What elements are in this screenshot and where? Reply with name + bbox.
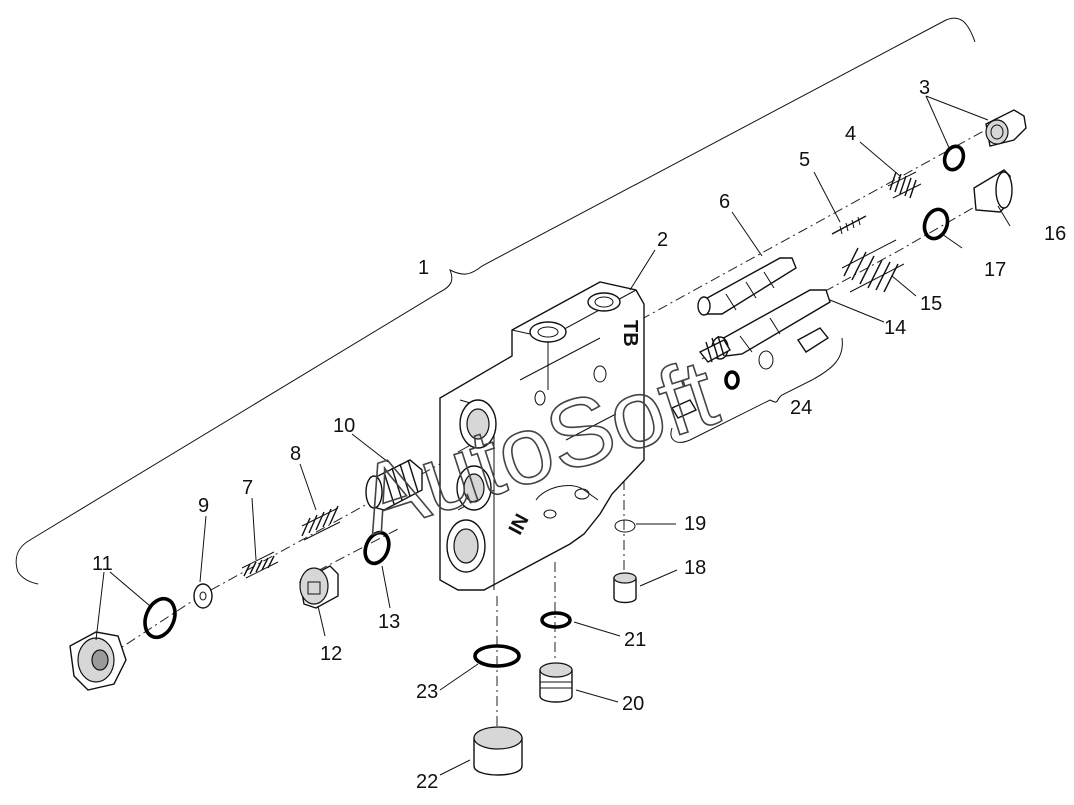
part-24-subassembly	[670, 327, 830, 419]
label-13: 13	[378, 611, 400, 633]
part-20-plug	[539, 662, 573, 703]
centerline-upper	[639, 121, 1001, 321]
part-9-washer	[193, 583, 213, 609]
label-19: 19	[684, 513, 706, 535]
valve-body: TB IN	[439, 281, 645, 591]
label-17: 17	[984, 259, 1006, 281]
label-9: 9	[198, 495, 209, 517]
label-2: 2	[657, 229, 668, 251]
label-1: 1	[418, 257, 429, 279]
part-6-spool	[697, 257, 797, 316]
part-4-oring-small	[942, 144, 966, 172]
part-4-spring	[887, 171, 922, 199]
label-10: 10	[333, 415, 355, 437]
label-7: 7	[242, 477, 253, 499]
part-3-plug	[985, 109, 1027, 147]
label-21: 21	[624, 629, 646, 651]
subassembly-bracket	[670, 337, 843, 443]
part-21-oring	[540, 611, 572, 629]
label-12: 12	[320, 643, 342, 665]
part-10-cartridge	[365, 459, 423, 511]
part-16-plug	[973, 169, 1013, 213]
label-22: 22	[416, 771, 438, 793]
label-3: 3	[919, 77, 930, 99]
part-8-spring	[301, 505, 341, 541]
part-11-oring	[143, 596, 177, 640]
part-5-pin-ridges	[839, 216, 861, 235]
part-15-spring	[841, 239, 905, 293]
part-23-oring	[473, 644, 521, 668]
callout-labels: 1 2 3 4 5 6 7 8 9 10 11 12 13 14 15 16 1…	[92, 77, 1066, 793]
part-12-plug	[299, 565, 339, 609]
assembly-bracket	[15, 17, 976, 573]
label-16: 16	[1044, 223, 1066, 245]
label-11: 11	[92, 553, 113, 575]
part-7-spring	[241, 551, 279, 579]
label-8: 8	[290, 443, 301, 465]
body-marking-top: TB	[619, 320, 641, 347]
label-4: 4	[845, 123, 856, 145]
label-20: 20	[622, 693, 644, 715]
label-23: 23	[416, 681, 438, 703]
assembly-bracket-tail	[17, 571, 39, 585]
part-18-plug	[613, 572, 637, 604]
centerline-plunger	[699, 197, 991, 361]
part-11-nut	[69, 631, 127, 691]
label-15: 15	[920, 293, 942, 315]
label-6: 6	[719, 191, 730, 213]
part-24-oring-a	[724, 370, 740, 390]
label-14: 14	[884, 317, 906, 339]
leader-lines	[95, 95, 1011, 776]
part-19-oring	[614, 519, 636, 533]
part-22-plug	[473, 726, 523, 776]
label-24: 24	[790, 397, 812, 419]
part-13-oring	[363, 530, 391, 566]
part-9-washer-hole	[199, 591, 207, 601]
label-5: 5	[799, 149, 810, 171]
part-24-oring-b	[758, 350, 774, 370]
part-5-pin	[831, 215, 867, 235]
part-17-oring	[922, 207, 950, 241]
label-18: 18	[684, 557, 706, 579]
